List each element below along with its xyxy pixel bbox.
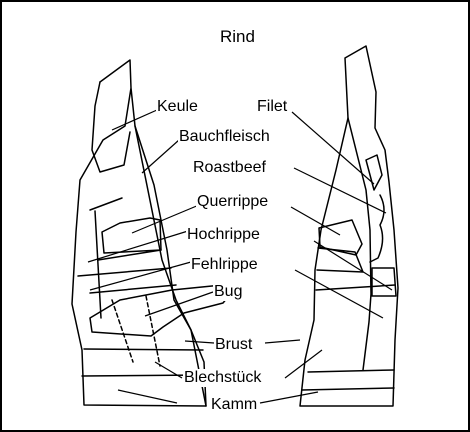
left-section-line-1 xyxy=(90,198,122,210)
right-fehlrippe-box xyxy=(372,268,396,296)
leader-bauchfleisch xyxy=(142,140,179,173)
label-hochrippe: Hochrippe xyxy=(186,226,261,244)
leader-roastbeef xyxy=(294,168,386,213)
left-bug-dashed-1 xyxy=(112,300,133,362)
leader-kamm-l xyxy=(118,390,177,403)
right-section-line-2 xyxy=(308,370,394,372)
leader-brust-l xyxy=(185,341,214,343)
label-brust: Brust xyxy=(214,336,253,354)
left-section-line-5 xyxy=(84,349,203,350)
right-half-outline xyxy=(300,46,398,406)
leader-kamm-r xyxy=(260,392,318,403)
leader-hochrippe-r xyxy=(314,241,392,290)
right-roastbeef-ridge xyxy=(370,195,384,262)
label-filet: Filet xyxy=(256,98,288,116)
leader-brust-r xyxy=(265,340,300,343)
leader-querrippe-r xyxy=(291,207,340,235)
label-bug: Bug xyxy=(213,283,243,301)
label-kamm: Kamm xyxy=(210,396,258,414)
label-blechstueck: Blechstück xyxy=(183,369,262,387)
leader-fehlrippe-r xyxy=(295,270,383,318)
label-fehlrippe: Fehlrippe xyxy=(190,256,259,274)
label-keule: Keule xyxy=(156,98,199,116)
leader-bug xyxy=(145,292,213,316)
label-querrippe: Querrippe xyxy=(196,193,269,211)
leader-fehlrippe xyxy=(90,262,191,290)
right-section-line-3 xyxy=(302,388,394,390)
right-spine-line xyxy=(348,118,371,370)
left-querrippe-region xyxy=(102,218,161,253)
left-inner-line-1 xyxy=(95,211,101,318)
label-bauchfleisch: Bauchfleisch xyxy=(178,128,271,146)
diagram-title: Rind xyxy=(219,28,256,46)
label-roastbeef: Roastbeef xyxy=(192,159,267,177)
right-filet-region xyxy=(366,155,382,190)
